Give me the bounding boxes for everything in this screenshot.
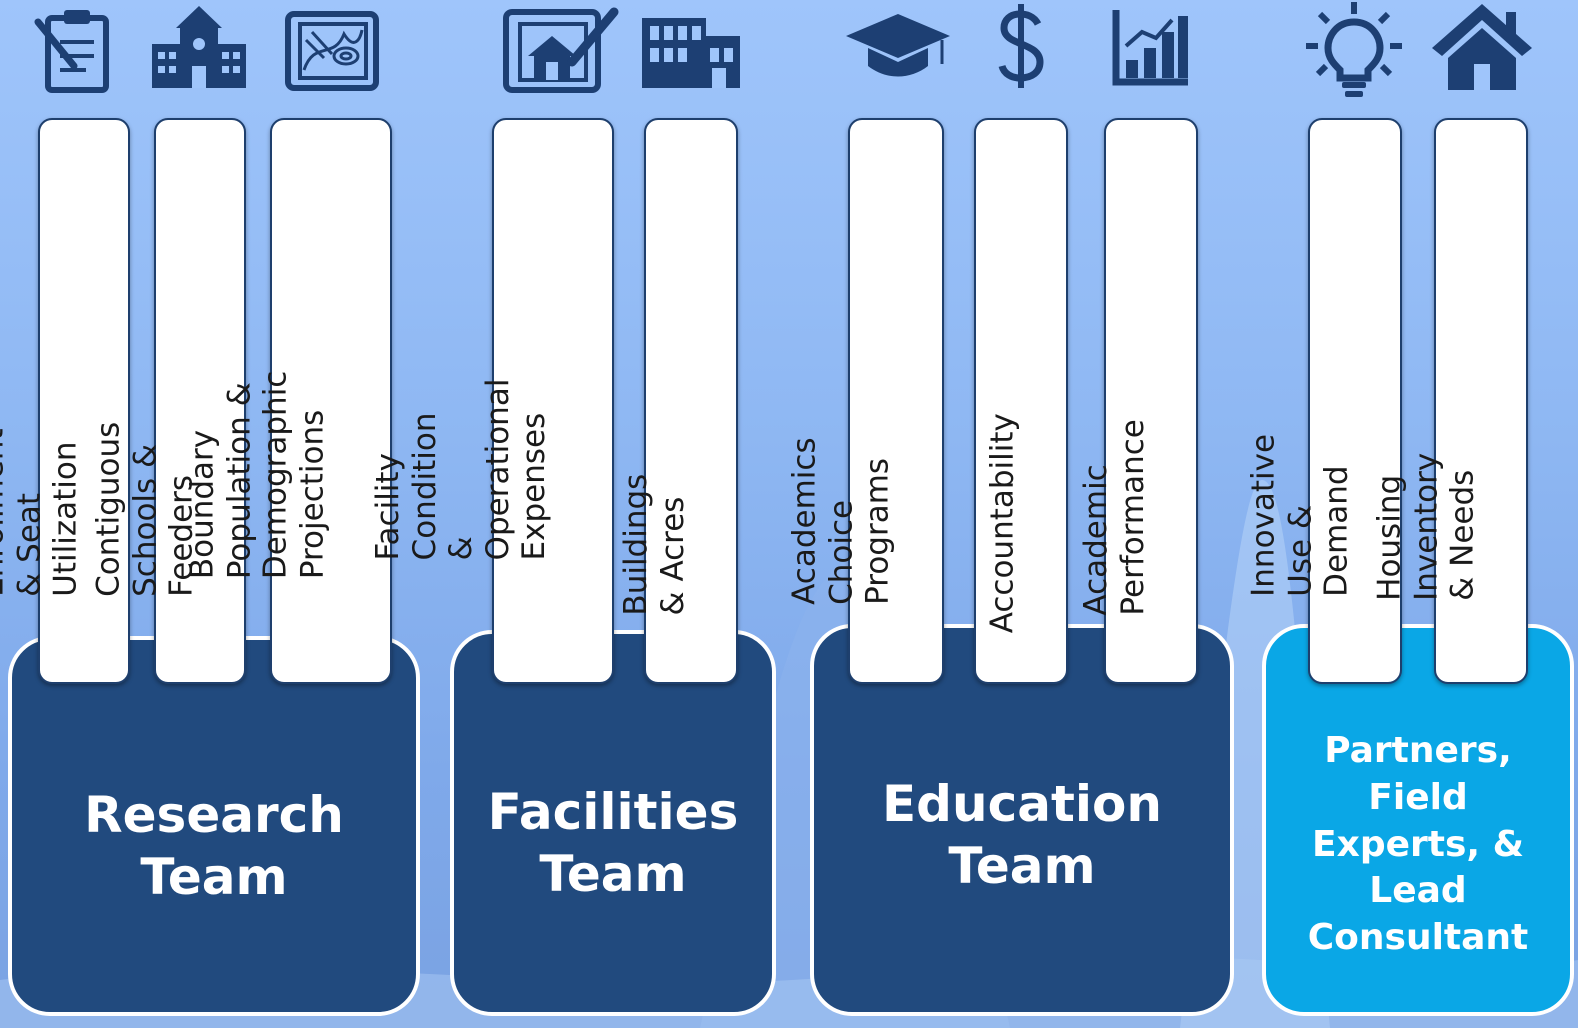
blueprint-house-icon (502, 6, 620, 94)
tab-buildings-acres: Buildings & Acres (618, 118, 738, 684)
dollar-sign-icon (996, 4, 1046, 88)
graduation-cap-icon (846, 14, 950, 78)
tab-academics-choice-programs: Academics Choice Programs (786, 118, 944, 684)
research-team-label: Research Team (84, 785, 344, 907)
house-icon (1432, 4, 1532, 90)
bar-chart-icon (1112, 10, 1190, 86)
lightbulb-icon (1304, 0, 1404, 100)
tab-facility-condition-expenses: Facility Condition & Operational Expense… (370, 118, 614, 684)
tab-accountability: Accountability (974, 118, 1068, 684)
factory-building-icon (642, 8, 740, 88)
tab-label: Housing Inventory & Needs (1371, 453, 1481, 602)
tab-label: Academics Choice Programs (786, 437, 896, 606)
tab-label: Innovative Use & Demand (1245, 434, 1355, 598)
tab-label: Academic Performance (1077, 418, 1151, 616)
tab-enrollment-seat-utilization: Enrollment & Seat Utilization (0, 118, 130, 684)
tab-label: Buildings & Acres (617, 473, 691, 616)
tab-contiguous-schools-feeders: Contiguous Schools & Feeders (90, 118, 246, 684)
partners-team-box: Partners, Field Experts, & Lead Consulta… (1262, 624, 1574, 1016)
tab-academic-performance: Academic Performance (1078, 118, 1198, 684)
tab-label: Facility Condition & Operational Expense… (370, 378, 553, 561)
facilities-team-label: Facilities Team (487, 782, 739, 904)
clipboard-icon (34, 6, 122, 94)
tab-housing-inventory-needs: Housing Inventory & Needs (1371, 118, 1528, 684)
education-team-label: Education Team (882, 774, 1162, 896)
blueprint-map-icon (284, 10, 380, 96)
tab-boundary-population-projections: Boundary Population & Demographic Projec… (185, 118, 392, 684)
school-building-icon (152, 6, 246, 88)
facilities-team-box: Facilities Team (450, 630, 776, 1016)
partners-team-label: Partners, Field Experts, & Lead Consulta… (1307, 730, 1529, 959)
tab-innovative-use-demand: Innovative Use & Demand (1245, 118, 1402, 684)
tab-label: Boundary Population & Demographic Projec… (184, 370, 331, 579)
tab-label: Contiguous Schools & Feeders (90, 422, 200, 598)
tab-label: Enrollment & Seat Utilization (0, 428, 84, 598)
tab-label: Accountability (984, 413, 1021, 634)
research-team-box: Research Team (8, 636, 420, 1016)
